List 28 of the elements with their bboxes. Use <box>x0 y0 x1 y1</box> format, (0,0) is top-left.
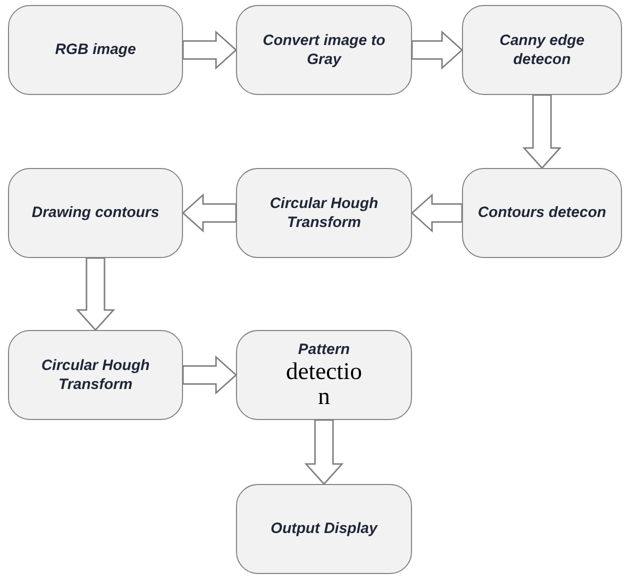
step-label: detectio <box>286 360 362 385</box>
block-arrow <box>182 30 238 70</box>
block-arrow <box>522 94 562 170</box>
process-box <box>236 5 412 95</box>
process-box <box>236 330 412 420</box>
process-box <box>462 168 622 258</box>
block-arrow <box>182 355 238 395</box>
step-label: Drawing contours <box>32 203 160 223</box>
step-label: Circular Hough Transform <box>268 194 380 232</box>
step-label: Canny edge detecon <box>498 30 586 70</box>
process-box <box>8 5 183 95</box>
step-label: Output Display <box>270 519 378 539</box>
block-arrow <box>76 257 116 332</box>
step-label: Circular Hough Transform <box>40 356 151 394</box>
step-label: RGB image <box>55 40 136 60</box>
block-arrow <box>410 193 463 233</box>
step-label: Convert image to Gray <box>262 30 386 70</box>
step-label: Contours detecon <box>478 203 606 223</box>
step-label: Pattern <box>298 340 350 360</box>
process-box <box>236 168 412 258</box>
block-arrow <box>411 30 464 70</box>
process-box <box>462 5 622 95</box>
process-box <box>236 484 412 574</box>
process-box <box>8 168 183 258</box>
block-arrow <box>182 193 237 233</box>
process-box <box>8 330 183 420</box>
step-label: n <box>318 384 330 410</box>
block-arrow <box>304 419 344 486</box>
